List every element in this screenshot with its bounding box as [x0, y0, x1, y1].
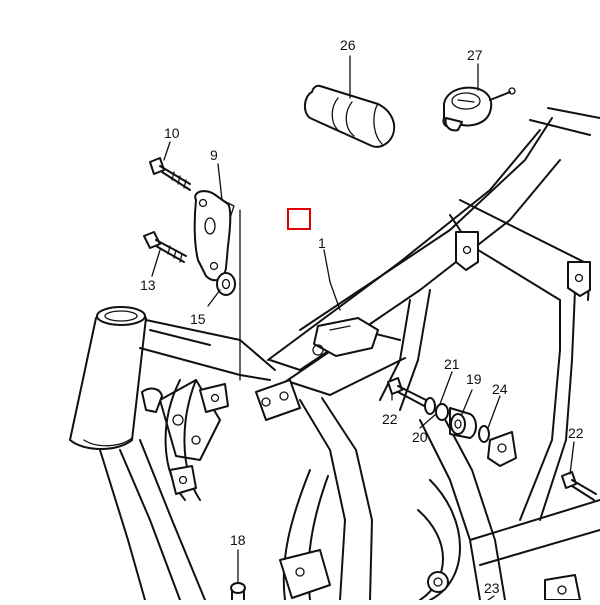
callout-13: 13 [140, 277, 156, 293]
callout-23: 23 [484, 580, 500, 596]
bolt-stack-19-22 [387, 377, 490, 443]
part-26-damper [304, 84, 396, 148]
head-tube [69, 306, 276, 601]
callout-18: 18 [230, 532, 246, 548]
callout-20: 20 [412, 429, 428, 445]
callout-19: 19 [466, 371, 482, 387]
callout-10: 10 [164, 125, 180, 141]
callout-1: 1 [318, 235, 326, 251]
callout-labels: 26 27 10 9 13 15 1 21 19 24 22 20 22 18 … [140, 37, 584, 596]
callout-21: 21 [444, 356, 460, 372]
leader-lines [151, 55, 575, 601]
callout-24: 24 [492, 381, 508, 397]
callout-15: 15 [190, 311, 206, 327]
part-18-bolt [230, 582, 246, 601]
callout-22b: 22 [568, 425, 584, 441]
callout-9: 9 [210, 147, 218, 163]
part-15-washer [216, 272, 236, 296]
main-frame [255, 107, 600, 601]
part-22-bolt-right [561, 471, 597, 501]
part-27-gauge [442, 86, 516, 132]
callout-26: 26 [340, 37, 356, 53]
part-13-bolt [143, 231, 187, 263]
callout-22a: 22 [382, 411, 398, 427]
part-9-bracket [193, 190, 235, 282]
highlight-marker [287, 208, 311, 230]
callout-27: 27 [467, 47, 483, 63]
part-10-bolt [149, 157, 191, 191]
